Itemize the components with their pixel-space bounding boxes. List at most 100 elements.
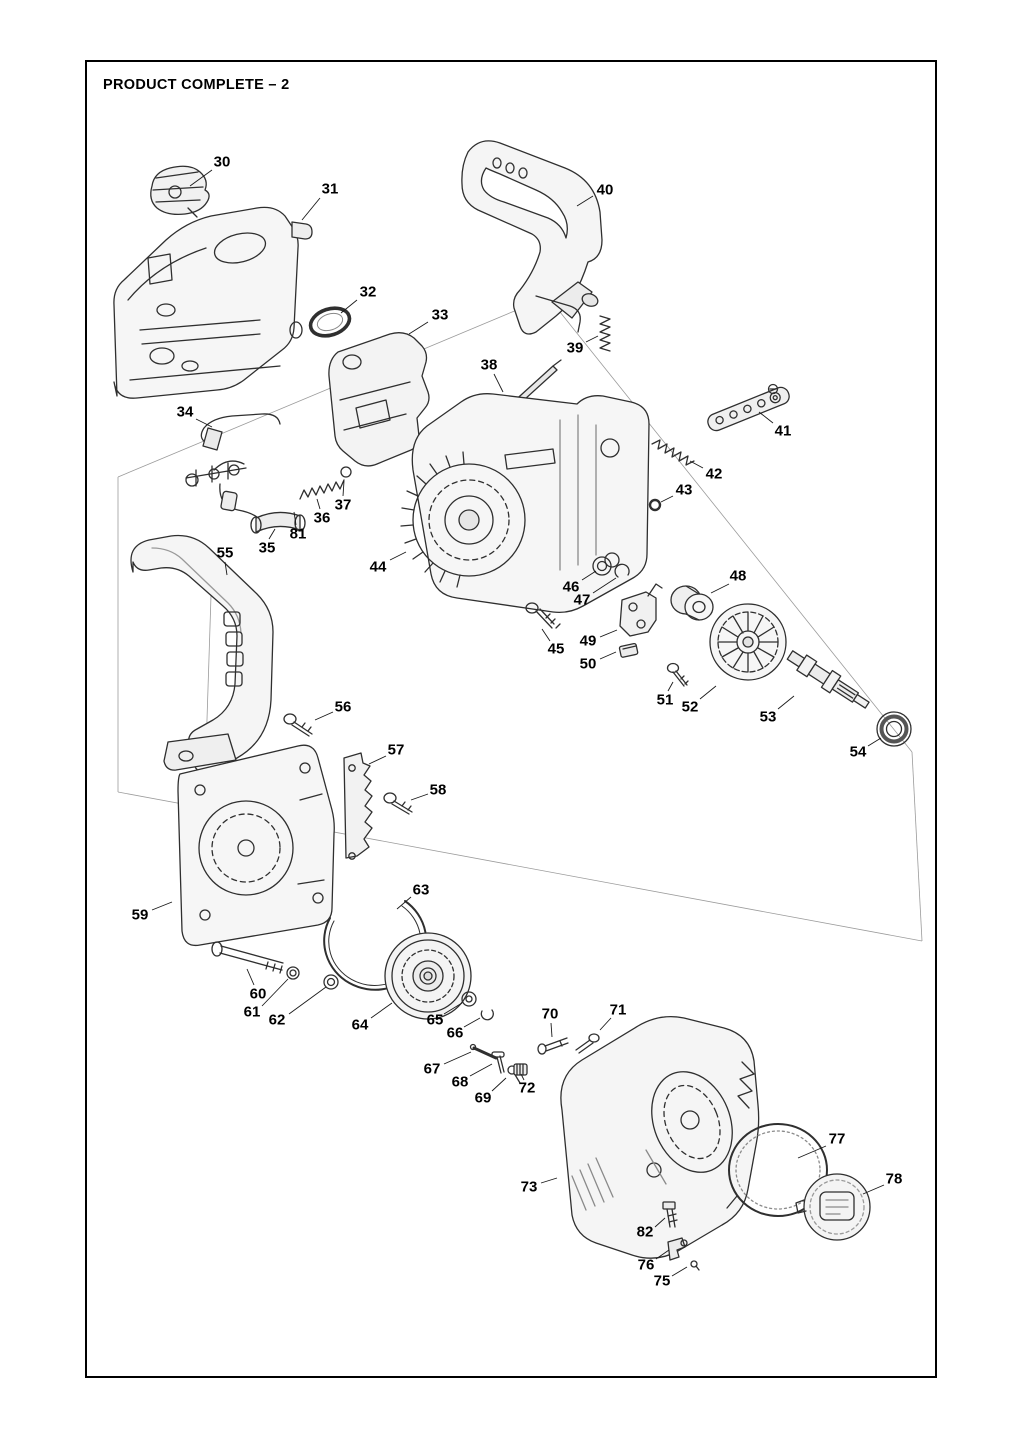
leader-line-36 xyxy=(316,498,321,510)
part-label-66: 66 xyxy=(446,1024,464,1042)
leader-line-38 xyxy=(493,373,504,393)
part-label-40: 40 xyxy=(596,181,614,199)
part-label-43: 43 xyxy=(675,481,693,499)
leader-line-44 xyxy=(389,551,407,561)
part-label-60: 60 xyxy=(249,985,267,1003)
leader-line-32 xyxy=(340,299,358,314)
part-drawing-36 xyxy=(299,479,345,500)
part-label-82: 82 xyxy=(636,1223,654,1241)
part-label-78: 78 xyxy=(885,1170,903,1188)
leader-line-33 xyxy=(408,321,429,335)
leader-line-37 xyxy=(342,480,345,497)
part-label-76: 76 xyxy=(637,1256,655,1274)
part-label-53: 53 xyxy=(759,708,777,726)
part-label-32: 32 xyxy=(359,283,377,301)
part-drawing-40 xyxy=(461,140,603,335)
part-drawing-70 xyxy=(537,1037,569,1055)
part-drawing-43 xyxy=(648,498,662,512)
part-label-67: 67 xyxy=(423,1060,441,1078)
part-label-61: 61 xyxy=(243,1003,261,1021)
part-drawing-33 xyxy=(328,332,430,467)
leader-line-59 xyxy=(151,901,173,911)
leader-line-39 xyxy=(585,335,599,343)
part-drawing-39 xyxy=(599,315,611,352)
leader-line-31 xyxy=(301,197,321,221)
part-drawing-58 xyxy=(383,792,413,815)
part-drawing-31 xyxy=(113,206,313,399)
leader-line-66 xyxy=(463,1017,481,1028)
part-label-55: 55 xyxy=(216,544,234,562)
leader-line-75 xyxy=(671,1266,688,1277)
part-label-44: 44 xyxy=(369,558,387,576)
part-label-62: 62 xyxy=(268,1011,286,1029)
part-label-49: 49 xyxy=(579,632,597,650)
part-label-71: 71 xyxy=(609,1001,627,1019)
leader-line-81 xyxy=(293,511,297,526)
leader-line-49 xyxy=(599,629,618,638)
part-drawing-75 xyxy=(690,1260,700,1271)
part-drawing-59 xyxy=(177,744,335,947)
part-drawing-42 xyxy=(651,439,695,466)
part-label-35: 35 xyxy=(258,539,276,557)
part-drawing-64 xyxy=(384,932,472,1020)
leader-line-82 xyxy=(654,1217,666,1228)
part-label-48: 48 xyxy=(729,567,747,585)
part-drawing-45 xyxy=(525,602,561,629)
part-drawing-57 xyxy=(343,752,373,860)
part-drawing-60 xyxy=(211,941,284,974)
leader-line-34 xyxy=(195,418,213,428)
part-drawing-32 xyxy=(308,306,352,338)
part-label-77: 77 xyxy=(828,1130,846,1148)
leader-lines xyxy=(151,169,885,1277)
part-label-68: 68 xyxy=(451,1073,469,1091)
part-label-33: 33 xyxy=(431,306,449,324)
part-drawing-48 xyxy=(670,585,714,621)
leader-line-61 xyxy=(261,978,289,1007)
part-label-57: 57 xyxy=(387,741,405,759)
leader-line-77 xyxy=(797,1145,827,1159)
leader-line-62 xyxy=(288,986,327,1015)
leader-line-42 xyxy=(689,460,704,469)
leader-line-63 xyxy=(396,896,412,910)
part-label-47: 47 xyxy=(573,591,591,609)
leader-line-43 xyxy=(660,495,674,503)
part-label-36: 36 xyxy=(313,509,331,527)
part-drawing-49 xyxy=(619,583,663,637)
part-drawing-37 xyxy=(340,466,352,478)
part-drawing-71 xyxy=(575,1033,600,1054)
leader-line-54 xyxy=(867,737,882,747)
part-drawing-77 xyxy=(726,1123,828,1217)
part-label-75: 75 xyxy=(653,1272,671,1290)
part-drawing-53 xyxy=(786,650,870,709)
leader-line-30 xyxy=(189,169,213,187)
part-drawing-47 xyxy=(614,563,630,578)
part-label-65: 65 xyxy=(426,1011,444,1029)
leader-line-35 xyxy=(268,528,276,540)
leader-line-41 xyxy=(758,411,774,424)
part-drawing-82 xyxy=(662,1201,678,1228)
leader-line-60 xyxy=(246,968,255,986)
part-label-73: 73 xyxy=(520,1178,538,1196)
part-drawing-72 xyxy=(513,1063,528,1076)
leader-line-40 xyxy=(576,195,594,207)
leader-line-55 xyxy=(224,561,228,576)
leader-line-52 xyxy=(699,685,717,700)
page-title: PRODUCT COMPLETE – 2 xyxy=(103,77,290,93)
leader-line-73 xyxy=(540,1177,558,1184)
part-label-58: 58 xyxy=(429,781,447,799)
part-label-51: 51 xyxy=(656,691,674,709)
part-label-54: 54 xyxy=(849,743,867,761)
part-label-34: 34 xyxy=(176,403,194,421)
part-label-38: 38 xyxy=(480,356,498,374)
leader-line-45 xyxy=(541,628,551,642)
part-label-59: 59 xyxy=(131,906,149,924)
part-drawing-66 xyxy=(480,1009,494,1021)
part-drawing-81 xyxy=(185,460,265,527)
leader-line-76 xyxy=(655,1249,670,1260)
leader-line-78 xyxy=(862,1184,885,1195)
leader-line-58 xyxy=(410,793,429,801)
leader-line-65 xyxy=(443,1002,463,1015)
part-drawing-76 xyxy=(667,1237,688,1261)
part-drawing-61 xyxy=(286,966,300,980)
